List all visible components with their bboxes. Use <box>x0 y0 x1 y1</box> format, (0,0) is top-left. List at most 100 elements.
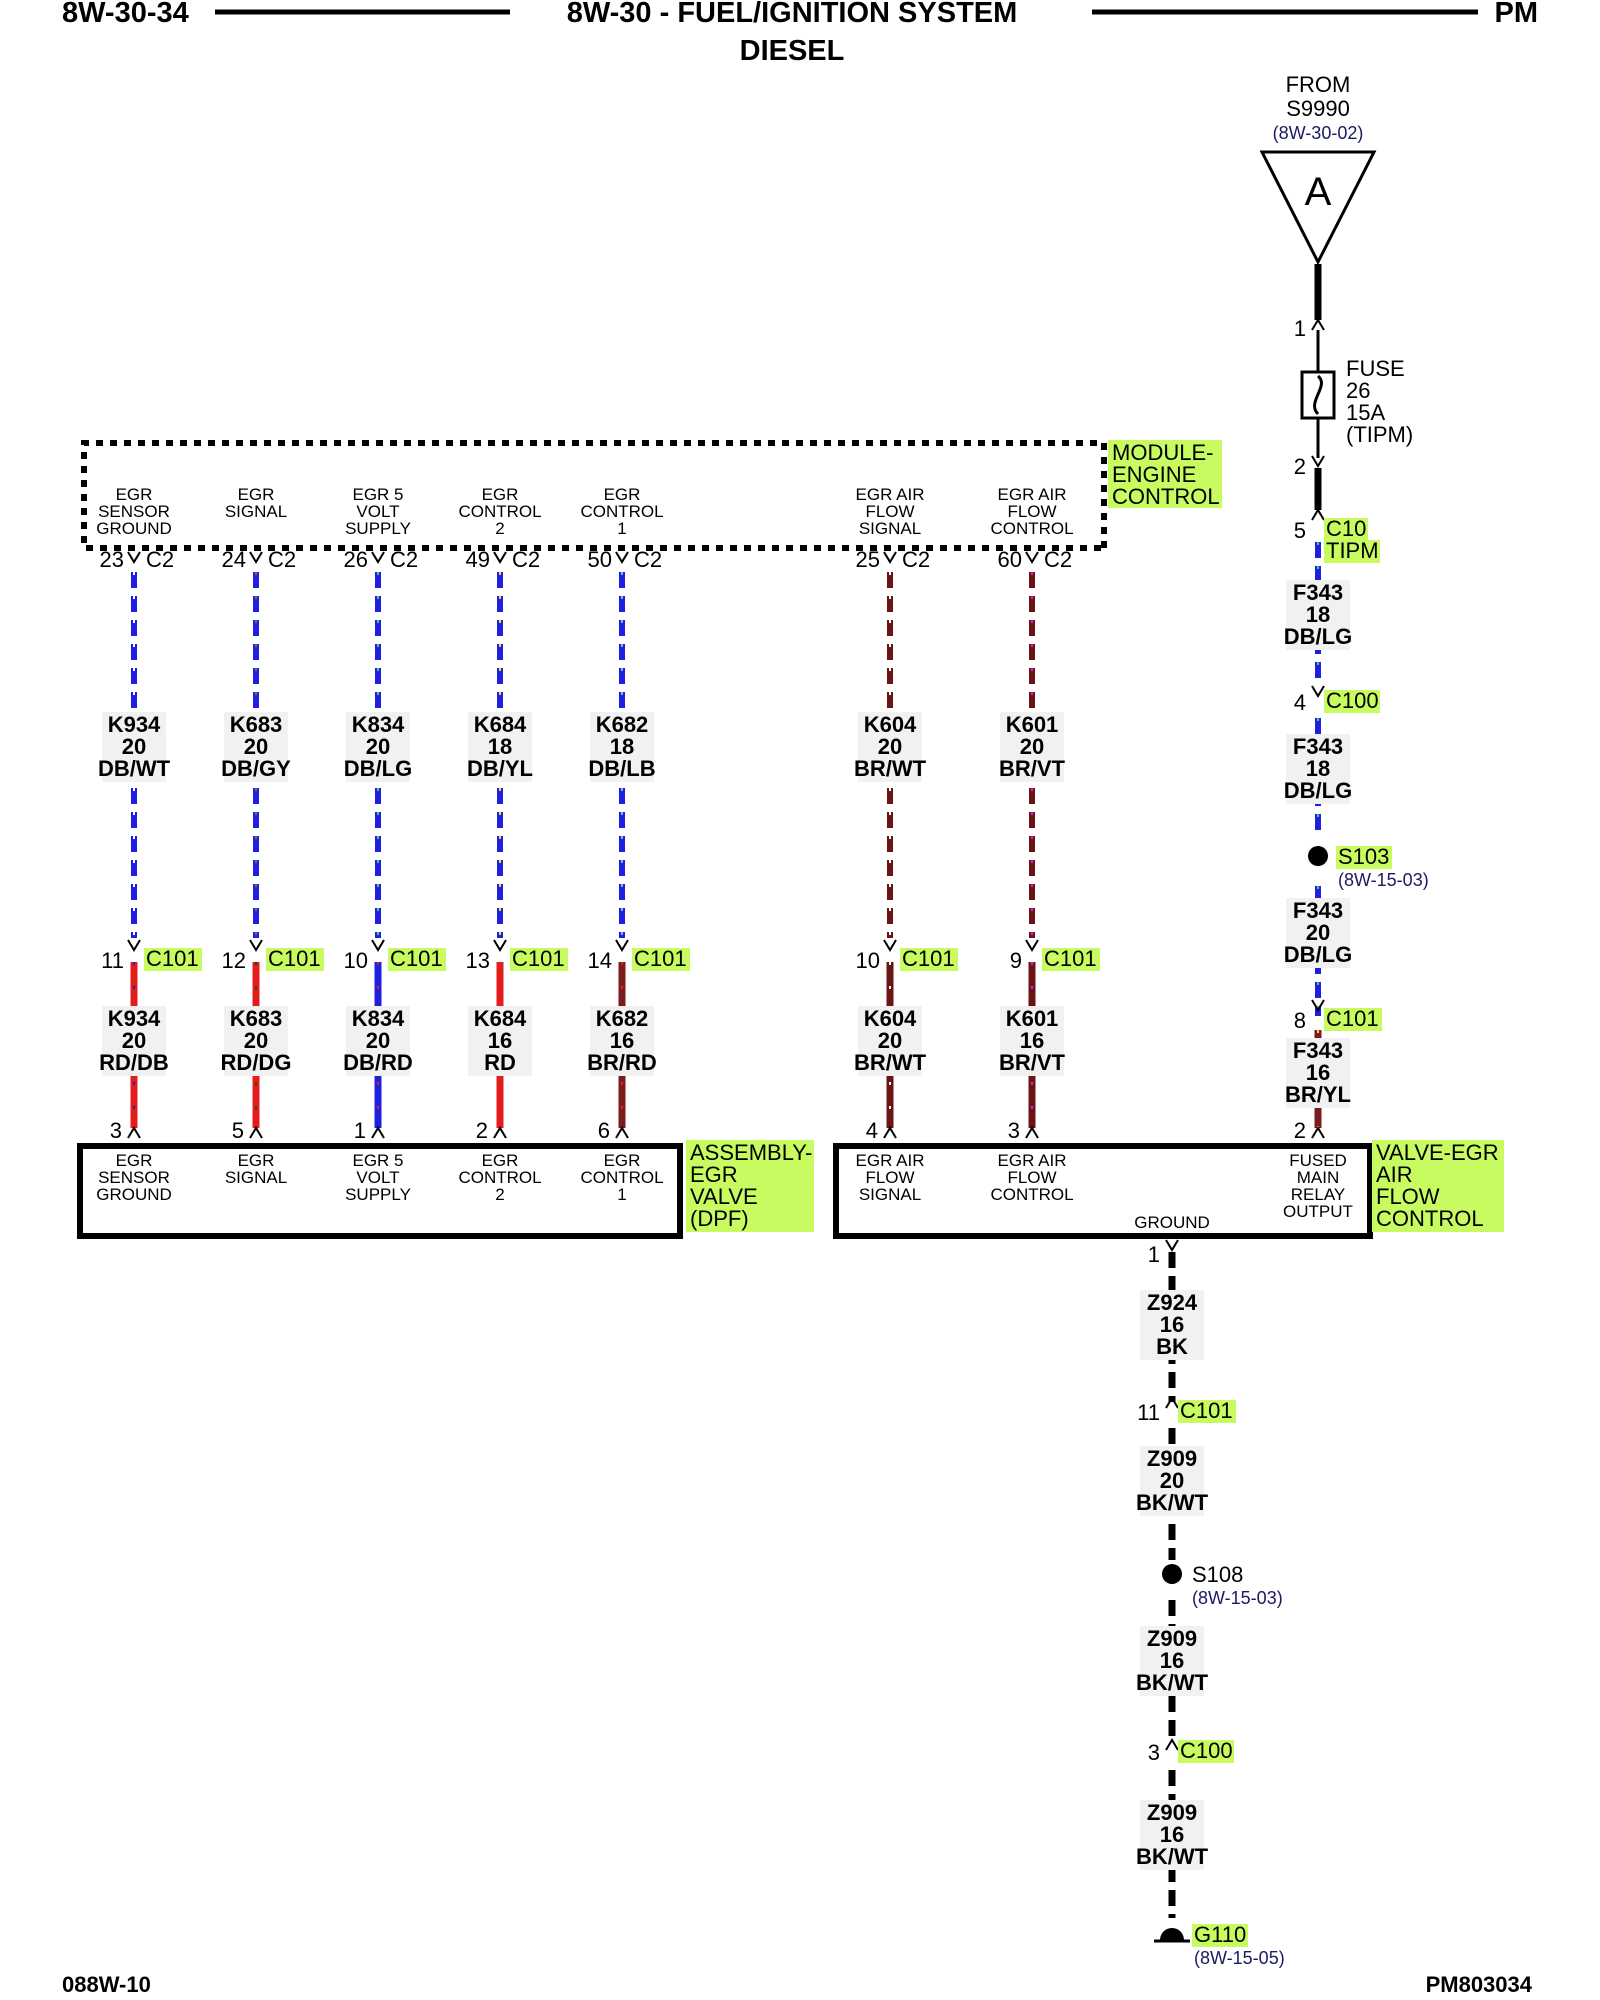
circuit-k834-ecm-connector: C2 <box>390 547 418 572</box>
circuit-k834-upper-label-bg <box>346 712 410 782</box>
circuit-k934-c101-connector: C101 <box>146 946 199 971</box>
circuit-k604-ecm-terminal <box>883 551 897 564</box>
c101-ground-terminal <box>1165 1396 1179 1409</box>
s103-splice-label-highlight <box>1336 846 1392 869</box>
c100-feed-connector: C100 <box>1326 688 1379 713</box>
circuit-k934-device-function: GROUND <box>96 1185 172 1204</box>
circuit-k604-lower-label-line: BR/WT <box>854 1050 927 1075</box>
z909-label-1-bg <box>1140 1446 1204 1516</box>
circuit-k684-lower-label-line: K684 <box>474 1006 527 1031</box>
circuit-k834-c101-connector-highlight <box>388 948 446 971</box>
circuit-k601-device-function: CONTROL <box>990 1185 1073 1204</box>
circuit-k683-upper-label-bg <box>224 712 288 782</box>
egr-air-flow-valve-box <box>833 1143 1373 1239</box>
airflow-valve-name: CONTROL <box>1376 1206 1484 1231</box>
s108-splice-reference: (8W-15-03) <box>1192 1588 1283 1608</box>
circuit-k834-c101-connector: C101 <box>390 946 443 971</box>
circuit-k683-lower-label-bg <box>224 1006 288 1076</box>
circuit-k683-ecm-function: EGR <box>238 485 275 504</box>
circuit-k683-device-function: EGR <box>238 1151 275 1170</box>
circuit-k601-ecm-terminal <box>1025 551 1039 564</box>
f343-label-2-line: F343 <box>1293 734 1343 759</box>
circuit-k934-upper-label-line: DB/WT <box>98 756 171 781</box>
circuit-k682-c101-terminal <box>615 939 629 952</box>
circuit-k934-device-pin: 3 <box>110 1118 122 1143</box>
circuit-k682-device-pin: 6 <box>598 1118 610 1143</box>
fuse-label: 26 <box>1346 378 1370 403</box>
g110-ground-reference: (8W-15-05) <box>1194 1948 1285 1968</box>
s103-splice-dot <box>1308 846 1328 866</box>
circuit-k934-ecm-terminal <box>127 551 141 564</box>
circuit-k604-upper-label-line: K604 <box>864 712 917 737</box>
c10-terminal <box>1311 508 1325 521</box>
circuit-k684-c101-connector: C101 <box>512 946 565 971</box>
fuse-element <box>1313 374 1323 416</box>
circuit-k601-c101-pin: 9 <box>1010 948 1022 973</box>
f343-label-4-line: F343 <box>1293 1038 1343 1063</box>
egr-valve-name: VALVE <box>690 1184 758 1209</box>
circuit-k682-ecm-terminal <box>615 551 629 564</box>
f343-label-1-line: F343 <box>1293 580 1343 605</box>
circuit-k604-ecm-function: SIGNAL <box>859 519 921 538</box>
airflow-valve-feed-function: FUSED <box>1289 1151 1347 1170</box>
z909-label-1-line: Z909 <box>1147 1446 1197 1471</box>
circuit-k683-device-terminal <box>249 1126 263 1139</box>
ecm-module-outline <box>81 440 1107 551</box>
airflow-valve-feed-function: MAIN <box>1297 1168 1340 1187</box>
circuit-k684-upper-label-bg <box>468 712 532 782</box>
s103-splice-label: S103 <box>1338 844 1389 869</box>
z924-label-line: 16 <box>1160 1312 1184 1337</box>
airflow-valve-feed-pin: 2 <box>1294 1118 1306 1143</box>
circuit-k834-c101-terminal <box>371 939 385 952</box>
g110-ground-label: G110 <box>1194 1922 1246 1947</box>
circuit-k834-ecm-terminal <box>371 551 385 564</box>
source-triangle-letter: A <box>1305 170 1332 214</box>
circuit-k604-device-function: FLOW <box>865 1168 914 1187</box>
c101-feed-pin: 8 <box>1294 1008 1306 1033</box>
airflow-valve-name-highlight <box>1372 1140 1504 1232</box>
circuit-k934-lower-label-line: RD/DB <box>99 1050 169 1075</box>
s108-splice-dot <box>1162 1564 1182 1584</box>
c101-feed-connector: C101 <box>1326 1006 1379 1031</box>
source-splice-label: S9990 <box>1286 96 1350 121</box>
circuit-k834-ecm-function: EGR 5 <box>352 485 403 504</box>
c101-ground-connector: C101 <box>1180 1398 1233 1423</box>
circuit-k604-c101-connector-highlight <box>900 948 958 971</box>
f343-label-1-bg <box>1286 580 1350 650</box>
c100-ground-terminal <box>1165 1738 1179 1751</box>
fuse-out-terminal <box>1311 455 1325 468</box>
circuit-k934-ecm-function: SENSOR <box>98 502 170 521</box>
z909-label-1-line: 20 <box>1160 1468 1184 1493</box>
circuit-k934-lower-label-line: K934 <box>108 1006 161 1031</box>
circuit-k934-device-terminal <box>127 1126 141 1139</box>
fuse-in-terminal <box>1311 318 1325 331</box>
c101-feed-terminal <box>1311 999 1325 1012</box>
circuit-k682-c101-pin: 14 <box>588 948 612 973</box>
circuit-k834-ecm-pin: 26 <box>344 547 368 572</box>
circuit-k684-lower-label-line: 16 <box>488 1028 512 1053</box>
f343-label-1-line: DB/LG <box>1284 624 1352 649</box>
egr-valve-name-highlight <box>686 1140 814 1232</box>
c10-connector-tipm-highlight <box>1324 540 1380 563</box>
page-title: 8W-30 - FUEL/IGNITION SYSTEM <box>567 0 1018 29</box>
fuse-out-pin: 2 <box>1294 454 1306 479</box>
circuit-k601-lower-label-line: 16 <box>1020 1028 1044 1053</box>
circuit-k601-ecm-function: FLOW <box>1007 502 1056 521</box>
airflow-valve-ground-label: GROUND <box>1134 1213 1210 1232</box>
circuit-k683-upper-label-line: DB/GY <box>221 756 291 781</box>
component-layer <box>77 150 1377 1239</box>
circuit-k601-upper-label-line: BR/VT <box>999 756 1066 781</box>
circuit-k834-ecm-function: VOLT <box>356 502 399 521</box>
circuit-k684-lower-label-bg <box>468 1006 532 1076</box>
circuit-k601-lower-label-line: K601 <box>1006 1006 1059 1031</box>
c10-connector-tipm: TIPM <box>1326 538 1379 563</box>
circuit-k682-device-function: EGR <box>604 1151 641 1170</box>
source-triangle-symbol <box>1259 150 1377 266</box>
circuit-k934-upper-label-line: 20 <box>122 734 146 759</box>
fuse-in-pin: 1 <box>1294 316 1306 341</box>
circuit-k682-device-function: 1 <box>617 1185 626 1204</box>
circuit-k601-upper-label-line: 20 <box>1020 734 1044 759</box>
circuit-k684-upper-label-line: DB/YL <box>467 756 533 781</box>
circuit-k683-upper-label-line: K683 <box>230 712 283 737</box>
circuit-k683-device-function: SIGNAL <box>225 1168 287 1187</box>
